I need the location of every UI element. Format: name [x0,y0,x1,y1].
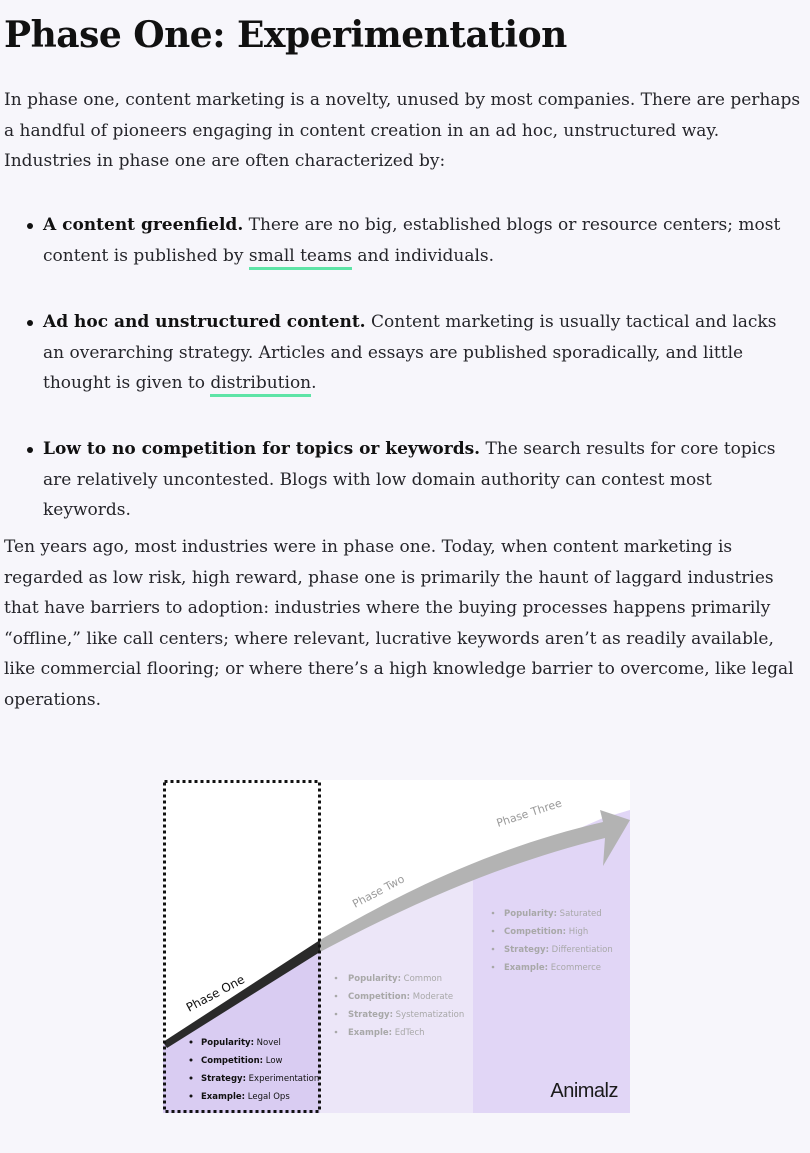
svg-text:Competition: Moderate: Competition: Moderate [348,992,453,1002]
distribution-link[interactable]: distribution [210,373,312,397]
svg-text:Strategy: Systematization: Strategy: Systematization [348,1010,464,1020]
phase-diagram-graphic: Phase One Phase Two Phase Three Populari… [163,780,630,1113]
section-heading: Phase One: Experimentation [4,14,567,56]
svg-text:Competition: Low: Competition: Low [201,1056,283,1066]
phase-three-list: Popularity: Saturated Competition: High … [491,909,613,973]
bullet-text: There are no big, established blogs or r… [43,215,781,266]
phase-three-area [473,810,630,1113]
bullet-text: and individuals. [351,245,495,266]
svg-text:Competition: High: Competition: High [504,927,588,937]
small-teams-link[interactable]: small teams [248,245,352,270]
svg-text:Popularity: Novel: Popularity: Novel [201,1038,281,1048]
phase-one-area [163,945,320,1113]
svg-text:Strategy: Experimentation: Strategy: Experimentation [201,1074,319,1084]
phase-one-list: Popularity: Novel Competition: Low Strat… [189,1038,319,1102]
svg-text:Strategy: Differentiation: Strategy: Differentiation [504,945,613,955]
animalz-logo: Animalz [550,1080,618,1102]
bullet-title: Ad hoc and unstructured content. [43,312,366,332]
svg-text:Example: Ecommerce: Example: Ecommerce [504,963,601,973]
bullet-title: Low to no competition for topics or keyw… [43,439,481,459]
closing-paragraph: Ten years ago, most industries were in p… [4,537,794,710]
svg-text:Popularity: Common: Popularity: Common [348,974,442,984]
svg-text:Example: EdTech: Example: EdTech [348,1028,425,1038]
intro-paragraph: In phase one, content marketing is a nov… [4,90,801,171]
phase-diagram: Phase One Phase Two Phase Three Populari… [163,780,630,1113]
bullet-ad-hoc-content: Ad hoc and unstructured content. Content… [0,307,795,399]
bullet-title: A content greenfield. [43,215,244,235]
bullet-text: The search results for core topics are r… [43,439,776,520]
bullet-content-greenfield: A content greenfield. There are no big, … [0,210,795,271]
bullet-text: Content marketing is usually tactical an… [43,312,777,393]
phase-one-highlight-border [163,780,321,1113]
phase-two-area [320,875,473,1113]
svg-text:Example: Legal Ops: Example: Legal Ops [201,1092,290,1102]
bullet-low-competition: Low to no competition for topics or keyw… [0,434,795,526]
svg-text:Popularity: Saturated: Popularity: Saturated [504,909,602,919]
growth-arrow-dark [163,940,320,1048]
growth-arrow-grey [320,810,630,952]
bullet-text: . [311,373,317,393]
phase-two-list: Popularity: Common Competition: Moderate… [334,974,464,1038]
